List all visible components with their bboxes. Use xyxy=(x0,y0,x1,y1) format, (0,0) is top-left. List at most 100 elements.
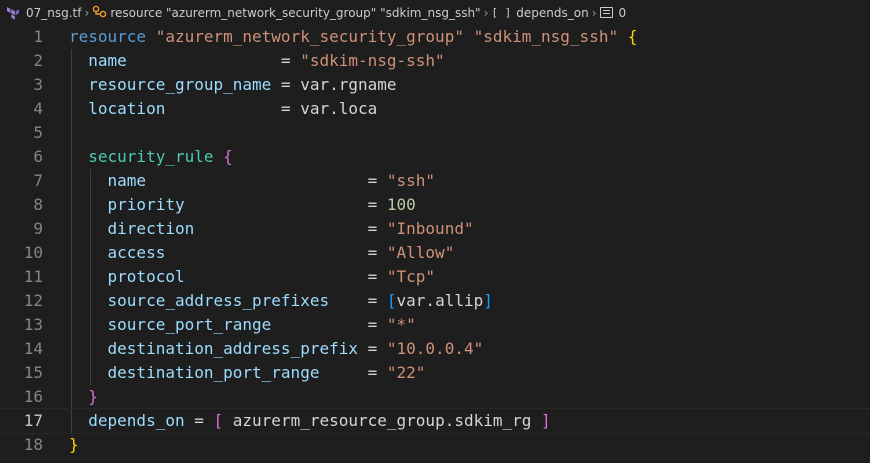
line-text: source_address_prefixes = [var.allip] xyxy=(69,289,493,313)
line-text: resource "azurerm_network_security_group… xyxy=(69,25,637,49)
code-token: var.loca xyxy=(300,99,378,118)
code-line[interactable]: 6 security_rule { xyxy=(0,145,870,169)
code-token: = xyxy=(184,267,387,286)
code-line[interactable]: 8 priority = 100 xyxy=(0,193,870,217)
code-line[interactable]: 17 depends_on = [ azurerm_resource_group… xyxy=(0,408,870,434)
line-text: priority = 100 xyxy=(69,193,416,217)
code-token: source_address_prefixes xyxy=(107,291,330,310)
code-line[interactable]: 16 } xyxy=(0,385,870,409)
code-area[interactable]: 1 resource "azurerm_network_security_grou… xyxy=(0,25,870,457)
code-token: = xyxy=(146,171,387,190)
code-token: security_rule xyxy=(88,147,214,166)
code-token: azurerm_resource_group.sdkim_rg xyxy=(223,411,542,430)
indent-guide xyxy=(71,289,72,313)
code-line[interactable]: 4 location = var.loca xyxy=(0,97,870,121)
line-number: 16 xyxy=(23,387,43,406)
chevron-right-icon: › xyxy=(84,5,90,20)
code-token: resource xyxy=(69,27,147,46)
breadcrumb-file[interactable]: 07_nsg.tf xyxy=(6,6,82,20)
line-text: depends_on = [ azurerm_resource_group.sd… xyxy=(69,409,550,433)
code-token xyxy=(69,195,108,214)
breadcrumb: 07_nsg.tf › resource "azurerm_network_se… xyxy=(0,0,870,25)
chevron-right-icon: › xyxy=(483,5,489,20)
code-token: = xyxy=(126,51,301,70)
code-token xyxy=(464,27,474,46)
code-token: priority xyxy=(107,195,185,214)
breadcrumb-file-label: 07_nsg.tf xyxy=(26,5,82,20)
code-token xyxy=(69,291,108,310)
code-line[interactable]: 1 resource "azurerm_network_security_grou… xyxy=(0,25,870,49)
line-number: 12 xyxy=(23,291,43,310)
chevron-right-icon: › xyxy=(591,5,597,20)
code-line[interactable]: 15 destination_port_range = "22" xyxy=(0,361,870,385)
code-token: "Allow" xyxy=(386,243,455,262)
code-token: "Inbound" xyxy=(386,219,474,238)
code-token: } xyxy=(69,435,79,454)
line-text: name = "ssh" xyxy=(69,169,436,193)
code-line[interactable]: 12 source_address_prefixes = [var.allip] xyxy=(0,289,870,313)
line-text: protocol = "Tcp" xyxy=(69,265,436,289)
indent-guide xyxy=(90,217,91,241)
code-token xyxy=(69,339,108,358)
indent-guide xyxy=(71,409,72,433)
code-token xyxy=(69,99,88,118)
code-token xyxy=(69,387,88,406)
line-number: 14 xyxy=(23,339,43,358)
line-text: } xyxy=(69,385,98,409)
breadcrumb-count-label: 0 xyxy=(618,5,627,20)
code-token: = xyxy=(184,411,214,430)
indent-guide xyxy=(90,169,91,193)
code-line[interactable]: 3 resource_group_name = var.rgname xyxy=(0,73,870,97)
indent-guide xyxy=(71,265,72,289)
code-token xyxy=(146,27,156,46)
code-line[interactable]: 11 protocol = "Tcp" xyxy=(0,265,870,289)
breadcrumb-attribute[interactable]: [ ] depends_on xyxy=(491,6,588,20)
breadcrumb-attribute-label: depends_on xyxy=(516,5,589,20)
code-token xyxy=(69,51,88,70)
indent-guide xyxy=(71,121,72,145)
code-token: ] xyxy=(483,291,493,310)
code-line[interactable]: 9 direction = "Inbound" xyxy=(0,217,870,241)
code-token: access xyxy=(107,243,166,262)
indent-guide xyxy=(90,337,91,361)
code-token xyxy=(69,411,88,430)
code-line[interactable]: 18} xyxy=(0,433,870,457)
line-number: 1 xyxy=(33,27,43,46)
breadcrumb-resource-label: resource "azurerm_network_security_group… xyxy=(110,5,481,20)
code-token: source_port_range xyxy=(107,315,272,334)
line-number: 3 xyxy=(33,75,43,94)
code-token: = xyxy=(165,99,301,118)
code-token xyxy=(69,75,88,94)
code-token: name xyxy=(88,51,127,70)
line-text: destination_port_range = "22" xyxy=(69,361,426,385)
code-line[interactable]: 10 access = "Allow" xyxy=(0,241,870,265)
code-token xyxy=(69,219,108,238)
code-token xyxy=(69,243,108,262)
code-line[interactable]: 14 destination_address_prefix = "10.0.0.… xyxy=(0,337,870,361)
code-line[interactable]: 5 xyxy=(0,121,870,145)
line-text: access = "Allow" xyxy=(69,241,455,265)
indent-guide xyxy=(90,241,91,265)
code-token: { xyxy=(223,147,233,166)
code-token: = xyxy=(271,315,387,334)
code-token: depends_on xyxy=(88,411,185,430)
breadcrumb-count[interactable]: 0 xyxy=(599,5,627,20)
code-line[interactable]: 13 source_port_range = "*" xyxy=(0,313,870,337)
code-token: = xyxy=(357,339,387,358)
code-token: destination_port_range xyxy=(107,363,320,382)
code-token: = xyxy=(271,75,301,94)
indent-guide xyxy=(90,193,91,217)
line-text: destination_address_prefix = "10.0.0.4" xyxy=(69,337,484,361)
line-number: 8 xyxy=(33,195,43,214)
code-token: var.rgname xyxy=(300,75,397,94)
line-number: 10 xyxy=(23,243,43,262)
indent-guide xyxy=(71,361,72,385)
code-token: "22" xyxy=(386,363,426,382)
breadcrumb-resource[interactable]: resource "azurerm_network_security_group… xyxy=(92,5,481,21)
code-token: "*" xyxy=(386,315,416,334)
indent-guide xyxy=(71,313,72,337)
code-line[interactable]: 2 name = "sdkim-nsg-ssh" xyxy=(0,49,870,73)
code-token xyxy=(69,315,108,334)
code-line[interactable]: 7 name = "ssh" xyxy=(0,169,870,193)
